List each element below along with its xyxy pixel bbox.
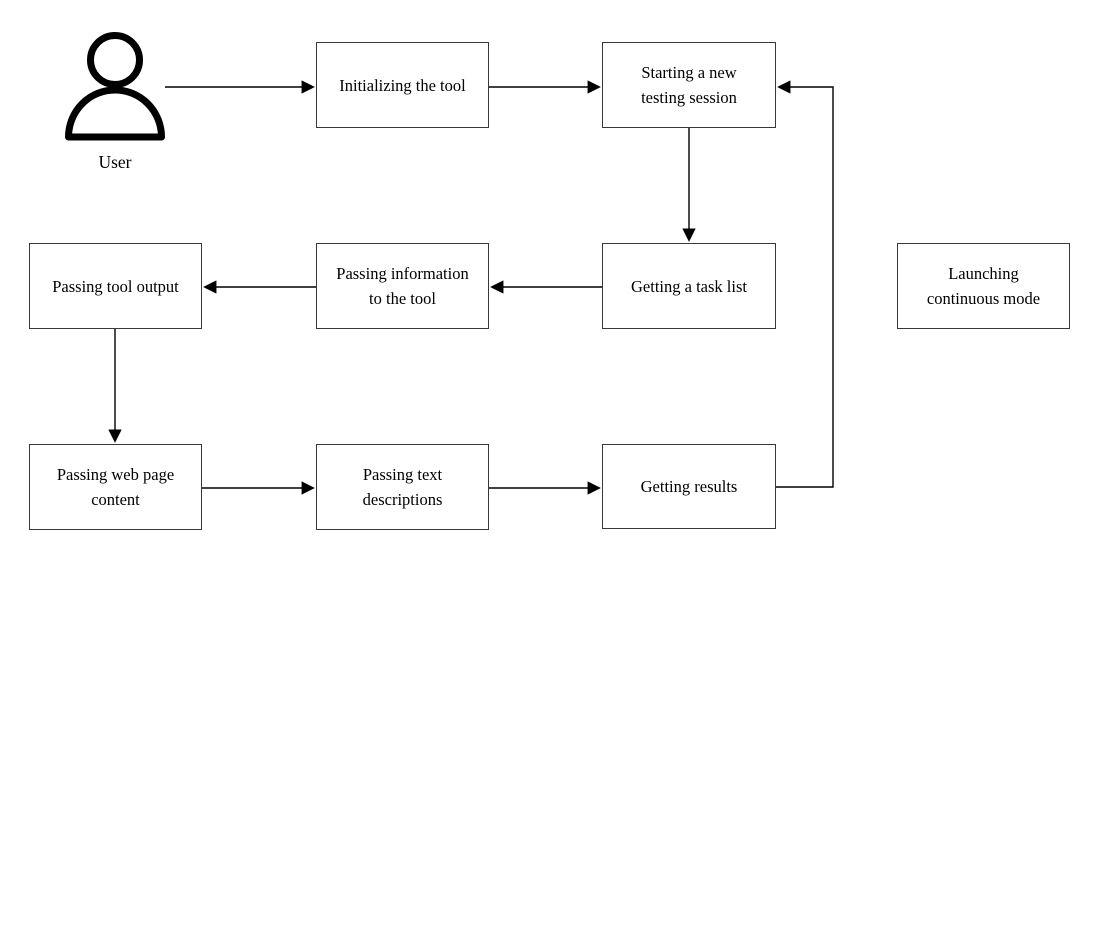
- node-getting-results: Getting results: [602, 444, 776, 529]
- user-label: User: [98, 152, 132, 172]
- node-starting-a-new-testing-session: Starting a new testing session: [602, 42, 776, 128]
- edge-results-to-starting-loop: [776, 80, 834, 488]
- node-passing-text-descriptions: Passing text descriptions: [316, 444, 489, 530]
- node-launching-continuous-mode: Launching continuous mode: [897, 243, 1070, 329]
- node-initializing-the-tool: Initializing the tool: [316, 42, 489, 128]
- node-passing-tool-output: Passing tool output: [29, 243, 202, 329]
- node-passing-web-page-content: Passing web page content: [29, 444, 202, 530]
- node-getting-a-task-list: Getting a task list: [602, 243, 776, 329]
- user-icon: [65, 32, 165, 141]
- node-passing-information-to-the-tool: Passing information to the tool: [316, 243, 489, 329]
